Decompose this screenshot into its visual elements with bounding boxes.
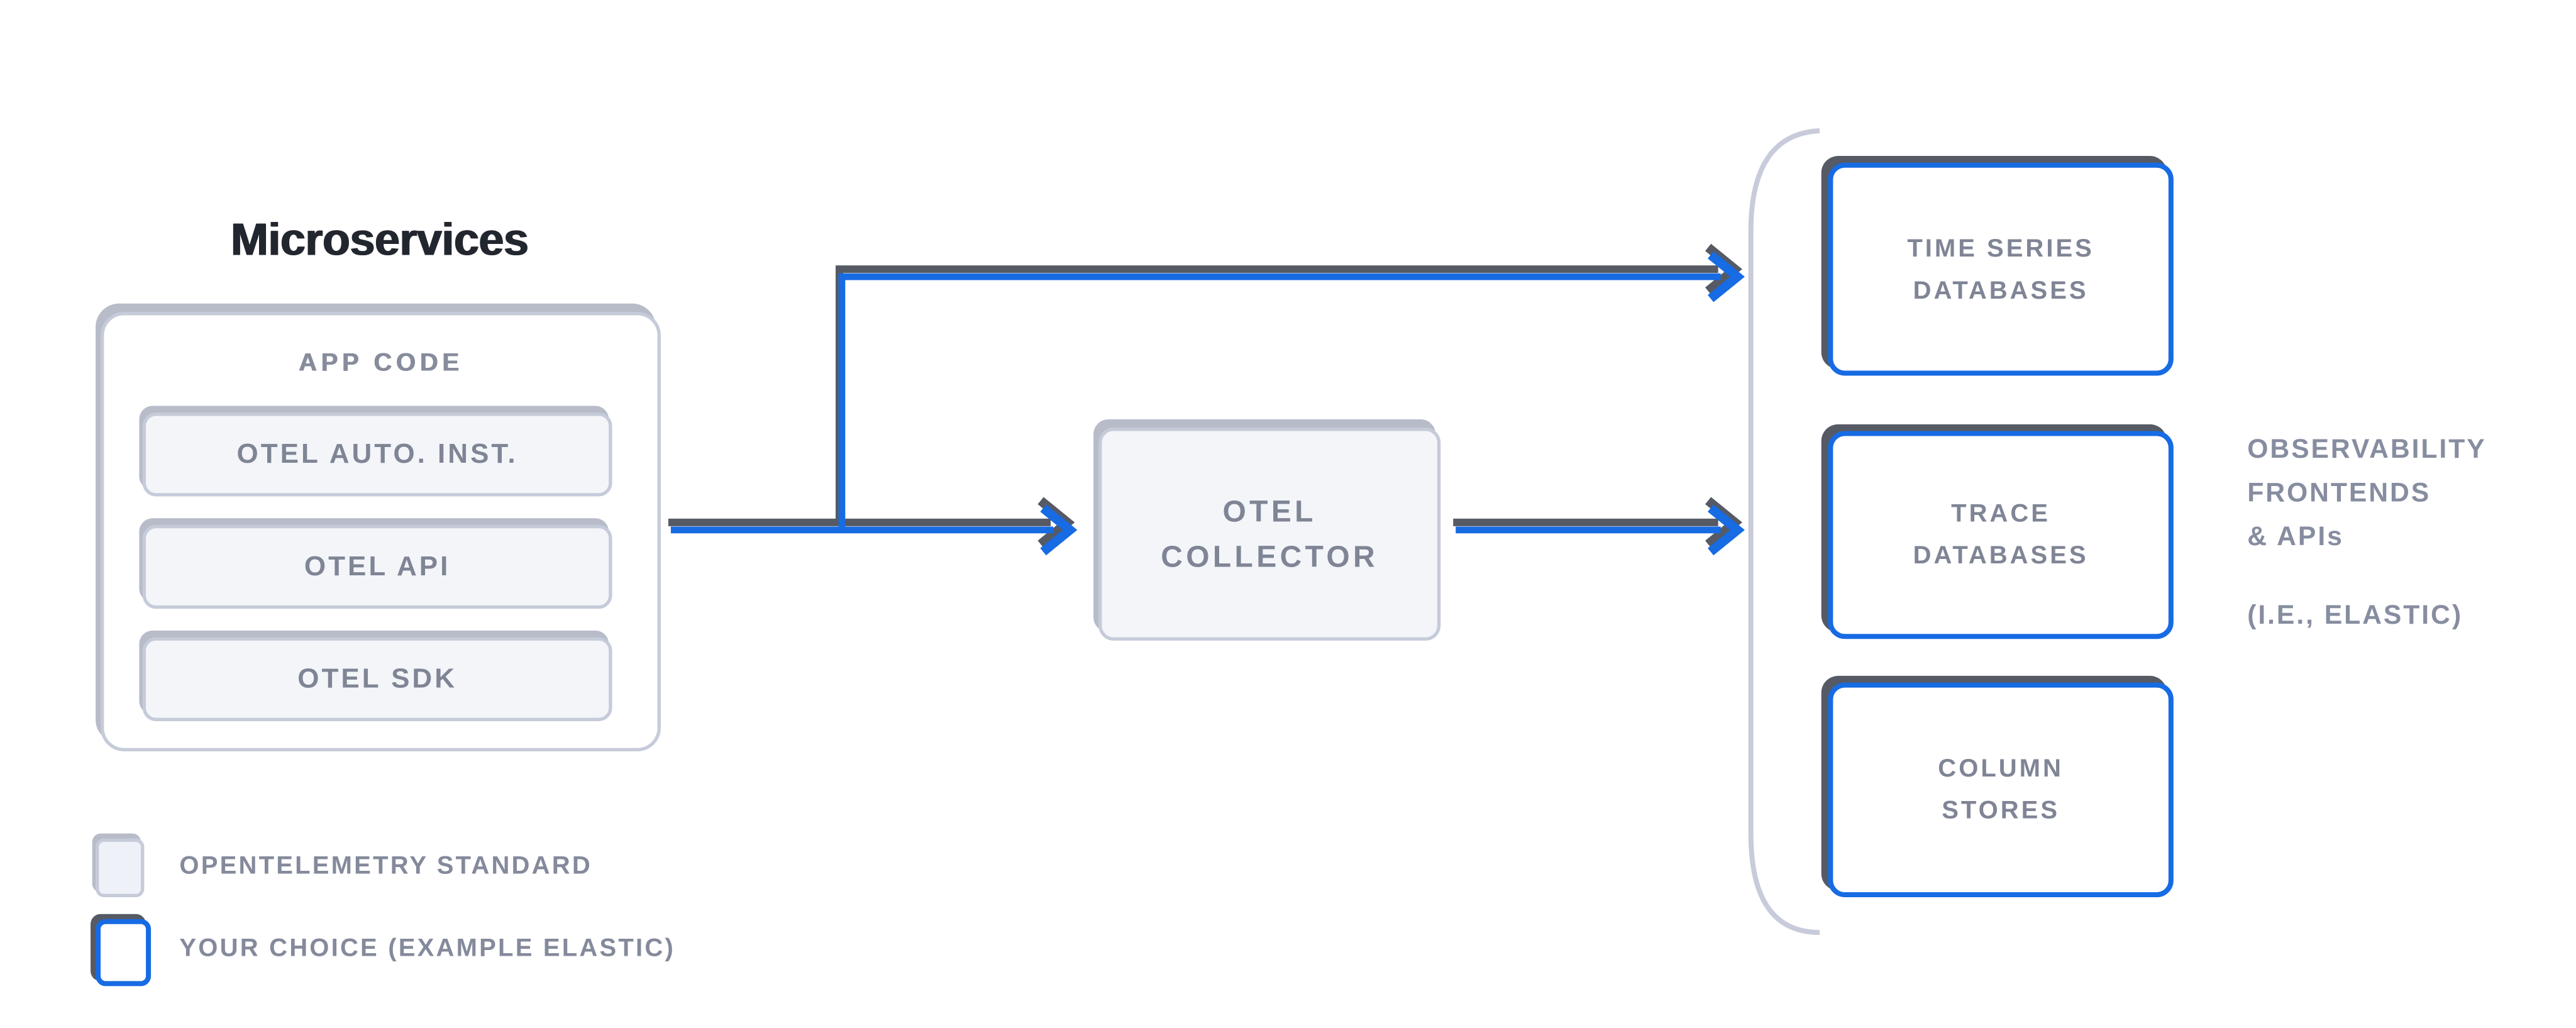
otel-sdk-chip: OTEL SDK: [142, 637, 612, 721]
column-stores-box: COLUMN STORES: [1828, 682, 2174, 898]
db2-label-line2: DATABASES: [1913, 541, 2089, 570]
time-series-databases-box: TIME SERIES DATABASES: [1828, 162, 2174, 376]
db2-label-line1: TRACE: [1951, 499, 2051, 529]
db3-label-line2: STORES: [1942, 796, 2060, 826]
legend-label-otel-standard: OPENTELEMETRY STANDARD: [179, 851, 592, 881]
elastic-example-note: (I.E., ELASTIC): [2247, 602, 2463, 631]
diagram-title: Microservices: [230, 214, 528, 265]
grouping-bracket: [1748, 128, 1820, 936]
otel-auto-inst-chip: OTEL AUTO. INST.: [142, 412, 612, 497]
legend-swatch-your-choice: [96, 919, 152, 987]
db3-label-line1: COLUMN: [1938, 754, 2064, 783]
legend-swatch-otel-standard: [96, 838, 145, 898]
trace-databases-box: TRACE DATABASES: [1828, 431, 2174, 639]
collector-label-line1: OTEL: [1222, 494, 1317, 528]
microservices-app-code-box: APP CODE OTEL AUTO. INST. OTEL API OTEL …: [101, 312, 661, 751]
db1-label-line2: DATABASES: [1913, 275, 2089, 305]
app-code-chip-list: OTEL AUTO. INST. OTEL API OTEL SDK: [142, 412, 612, 721]
annotation-line3: & APIs: [2247, 523, 2344, 552]
annotation-line1: OBSERVABILITY: [2247, 436, 2487, 465]
arrowhead-collector: [1040, 504, 1078, 556]
app-code-label: APP CODE: [298, 348, 463, 378]
otel-collector-box: OTEL COLLECTOR: [1098, 428, 1441, 641]
arrowhead-timeseries: [1708, 251, 1745, 302]
arrowhead-trace: [1708, 504, 1745, 556]
observability-annotation: OBSERVABILITY FRONTENDS & APIs (I.E., EL…: [2247, 429, 2566, 639]
collector-label-line2: COLLECTOR: [1161, 539, 1379, 573]
db1-label-line1: TIME SERIES: [1907, 234, 2094, 263]
legend-label-your-choice: YOUR CHOICE (EXAMPLE ELASTIC): [179, 934, 676, 963]
annotation-line2: FRONTENDS: [2247, 479, 2431, 509]
otel-api-chip: OTEL API: [142, 524, 612, 609]
